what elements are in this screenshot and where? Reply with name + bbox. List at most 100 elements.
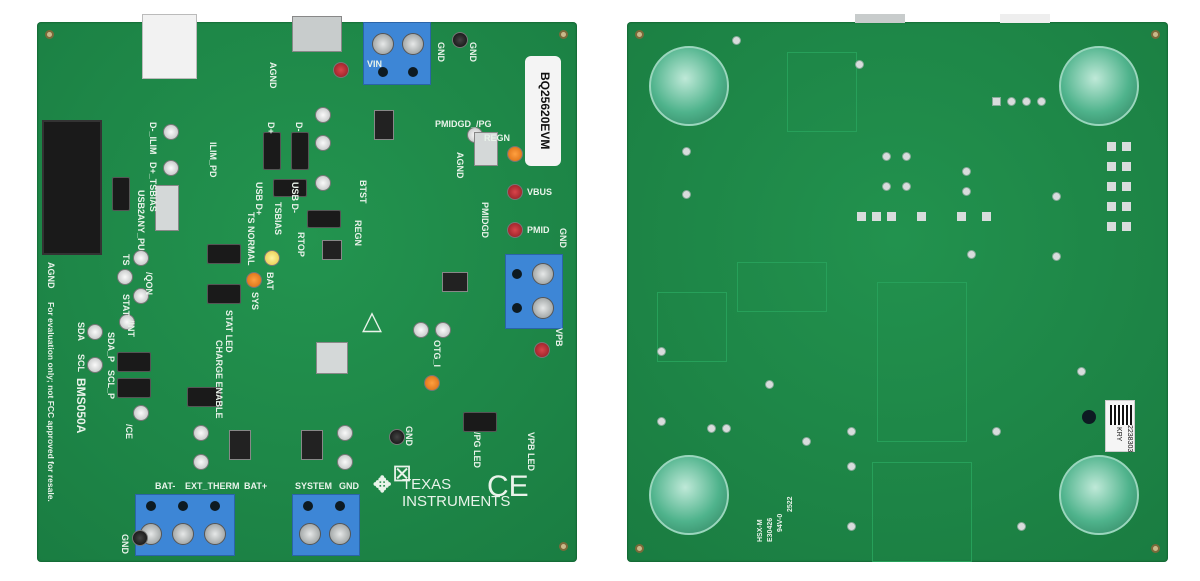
- test-point: [507, 222, 523, 238]
- mounting-hole: [635, 30, 644, 39]
- via: [1052, 252, 1061, 261]
- pad: [857, 212, 866, 221]
- jumper: [187, 387, 221, 407]
- label: VPB: [554, 328, 564, 347]
- label: STAT LED: [224, 310, 234, 353]
- via: [967, 250, 976, 259]
- rubber-foot: [1059, 455, 1139, 535]
- pad: [1107, 222, 1116, 231]
- test-point: [413, 322, 429, 338]
- test-point: [163, 124, 179, 140]
- label: REGN: [484, 133, 511, 143]
- hole: [335, 501, 345, 511]
- ti-logo-icon: ✥: [373, 472, 392, 497]
- mounting-hole: [1151, 30, 1160, 39]
- label: USB D-: [290, 182, 300, 213]
- test-point: [337, 425, 353, 441]
- hole: [512, 269, 522, 279]
- label: /INT: [126, 320, 136, 337]
- hole: [303, 501, 313, 511]
- jumper: [307, 210, 341, 228]
- label: VPB LED: [526, 432, 536, 472]
- pad: [1122, 142, 1131, 151]
- terminal-system: [292, 494, 360, 556]
- label: SDA_P: [106, 332, 116, 363]
- label: TS: [121, 254, 131, 266]
- test-point: [117, 269, 133, 285]
- label: RTOP: [296, 232, 306, 257]
- pad: [1122, 222, 1131, 231]
- via: [847, 427, 856, 436]
- screw: [299, 523, 321, 545]
- jumper: [112, 177, 130, 211]
- test-point: [133, 250, 149, 266]
- label: GND: [436, 42, 446, 62]
- jumper: [117, 352, 151, 372]
- via: [682, 147, 691, 156]
- label: D+: [266, 122, 276, 134]
- test-point: [163, 160, 179, 176]
- label: BAT+: [244, 481, 268, 491]
- copper-trace: [657, 292, 727, 362]
- weee-bin-icon: ⊠: [392, 460, 413, 487]
- mounting-hole: [635, 544, 644, 553]
- component: [155, 185, 179, 231]
- sticker-serial: 2238303: [1126, 425, 1133, 453]
- brand-line1: TEXAS: [402, 476, 452, 493]
- rubber-foot: [1059, 46, 1139, 126]
- label: GND: [404, 426, 414, 446]
- pad: [1107, 182, 1116, 191]
- screw: [372, 33, 394, 55]
- test-point: [534, 342, 550, 358]
- test-point: [87, 324, 103, 340]
- rubber-foot: [649, 455, 729, 535]
- hole: [210, 501, 220, 511]
- test-point: [264, 250, 280, 266]
- test-point: [193, 425, 209, 441]
- test-point: [87, 357, 103, 373]
- copper-trace: [872, 462, 972, 562]
- hole: [146, 501, 156, 511]
- pin-header-j8: [42, 120, 102, 255]
- test-point: [507, 146, 523, 162]
- label: GND: [120, 534, 130, 554]
- label: GND: [468, 42, 478, 62]
- label: TS NORMAL: [246, 212, 256, 266]
- test-point: [424, 375, 440, 391]
- component: [442, 272, 468, 292]
- terminal-vin: [363, 22, 431, 85]
- brand-line2: INSTRUMENTS: [402, 493, 511, 510]
- test-point: [315, 175, 331, 191]
- jumper: [463, 412, 497, 432]
- label: REGN: [353, 220, 363, 247]
- label: SYSTEM: [295, 481, 333, 491]
- pad: [1107, 162, 1116, 171]
- label: AGND: [455, 152, 465, 179]
- board-name: BQ25620EVM: [538, 72, 552, 150]
- pad: [1107, 202, 1116, 211]
- test-point: [132, 530, 148, 546]
- mounting-hole: [1151, 544, 1160, 553]
- test-point: [119, 314, 135, 330]
- jumper: [273, 179, 307, 197]
- label: OTG_I: [432, 340, 442, 368]
- via: [707, 424, 716, 433]
- serial-sticker: KRY 2238303: [1105, 400, 1135, 452]
- test-point: [435, 322, 451, 338]
- terminal-j3: [505, 254, 563, 329]
- label: ILIM_PD: [208, 142, 218, 178]
- label: PMID: [527, 225, 550, 235]
- via: [902, 152, 911, 161]
- label: CHARGE ENABLE: [214, 340, 224, 419]
- label: SDA: [76, 322, 86, 342]
- label: PMIDGD_/PG: [435, 119, 492, 129]
- via: [802, 437, 811, 446]
- via: [962, 167, 971, 176]
- pad: [1122, 202, 1131, 211]
- via: [992, 97, 1001, 106]
- screw: [532, 263, 554, 285]
- label: EXT_THERM: [185, 481, 240, 491]
- hole: [512, 303, 522, 313]
- mounting-hole: [559, 30, 568, 39]
- hole: [378, 67, 388, 77]
